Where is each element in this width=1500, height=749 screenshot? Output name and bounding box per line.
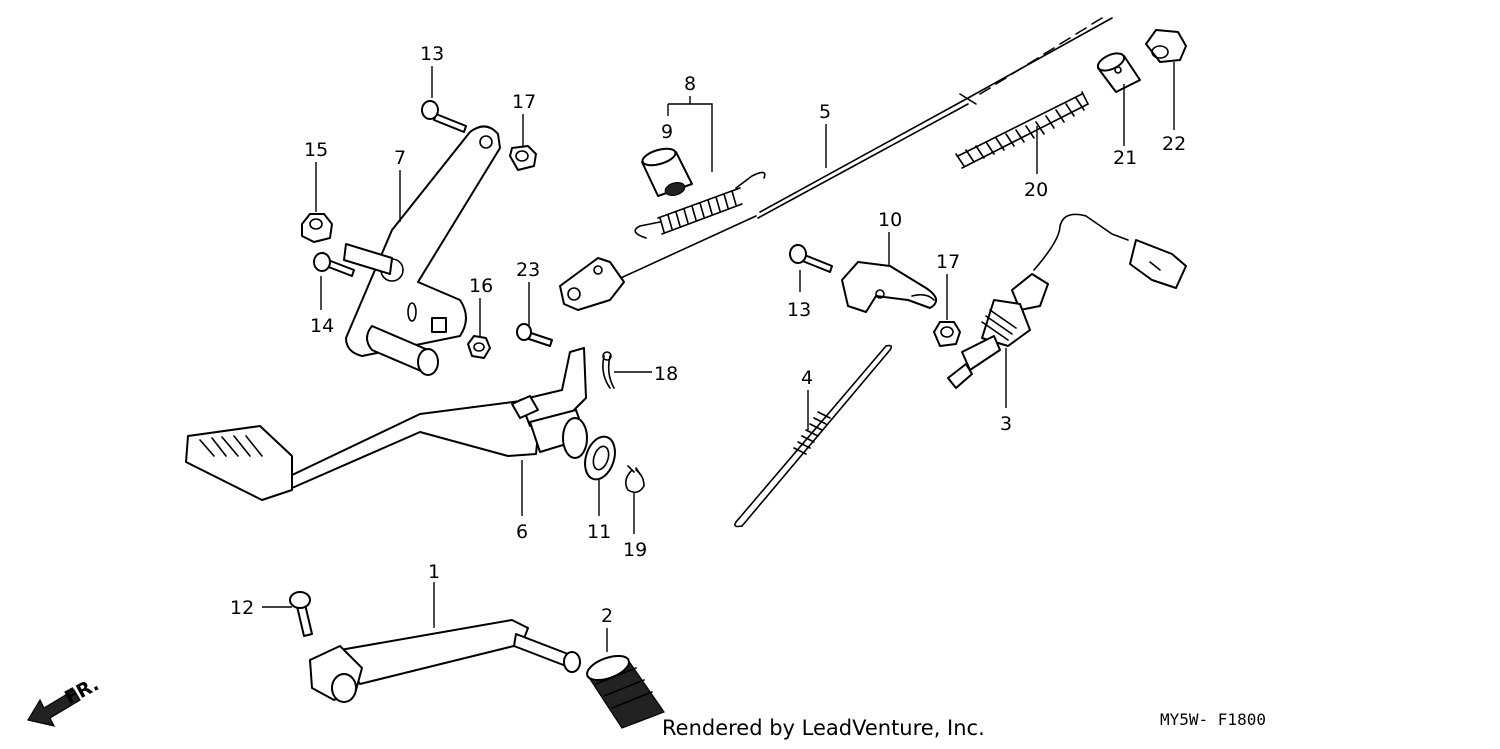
nut-16: [467, 335, 491, 359]
bolt-13-top: [421, 100, 467, 133]
pushrod-4: [734, 344, 893, 528]
front-arrow-icon: FR.: [27, 673, 103, 727]
shift-lever: [309, 619, 581, 703]
callout-2: 2: [601, 605, 613, 627]
callout-22: 22: [1162, 133, 1186, 155]
callout-13-top: 13: [420, 43, 444, 65]
leader-lines: [262, 62, 1175, 652]
callout-3: 3: [1000, 413, 1012, 435]
callout-8: 8: [684, 73, 696, 95]
nut-17-right: [933, 321, 961, 347]
shift-rubber: [586, 654, 665, 729]
callout-19: 19: [623, 539, 647, 561]
callouts: 1 2 3 4 5 6 7 8 9 10 11 12 13 13 14 15 1…: [230, 43, 1186, 627]
callout-23: 23: [516, 259, 540, 281]
callout-16: 16: [469, 275, 493, 297]
nut-15: [301, 213, 333, 243]
nut-17-top: [509, 145, 537, 171]
cotter-pin: [602, 351, 615, 389]
nut-22: [1145, 29, 1187, 63]
switch-bracket: [841, 261, 937, 313]
callout-5: 5: [819, 101, 831, 123]
compression-spring: [955, 91, 1089, 169]
callout-14: 14: [310, 315, 334, 337]
callout-6: 6: [516, 521, 528, 543]
diagram-code: MY5W- F1800: [1160, 710, 1266, 729]
brake-pedal: [185, 347, 588, 501]
washer: [584, 435, 616, 481]
bolt-13-right: [789, 244, 833, 273]
callout-11: 11: [587, 521, 611, 543]
pivot-sleeve: [641, 147, 693, 197]
snap-ring: [624, 465, 645, 494]
stop-switch: [947, 213, 1187, 389]
callout-7: 7: [394, 147, 406, 169]
callout-15: 15: [304, 139, 328, 161]
bolt-14: [313, 252, 355, 277]
callout-1: 1: [428, 561, 440, 583]
callout-9: 9: [661, 121, 673, 143]
bolt-23: [516, 323, 553, 347]
pedal-bracket: [343, 125, 501, 376]
brake-rod: [559, 17, 1113, 311]
credit-text: Rendered by LeadVenture, Inc.: [662, 716, 985, 740]
callout-10: 10: [878, 209, 902, 231]
callout-13-right: 13: [787, 299, 811, 321]
return-spring: [634, 96, 766, 239]
callout-17-right: 17: [936, 251, 960, 273]
bolt-12: [289, 591, 313, 637]
callout-4: 4: [801, 367, 813, 389]
callout-12: 12: [230, 597, 254, 619]
joint-21: [1096, 52, 1141, 93]
callout-21: 21: [1113, 147, 1137, 169]
callout-17-top: 17: [512, 91, 536, 113]
callout-18: 18: [654, 363, 678, 385]
callout-20: 20: [1024, 179, 1048, 201]
